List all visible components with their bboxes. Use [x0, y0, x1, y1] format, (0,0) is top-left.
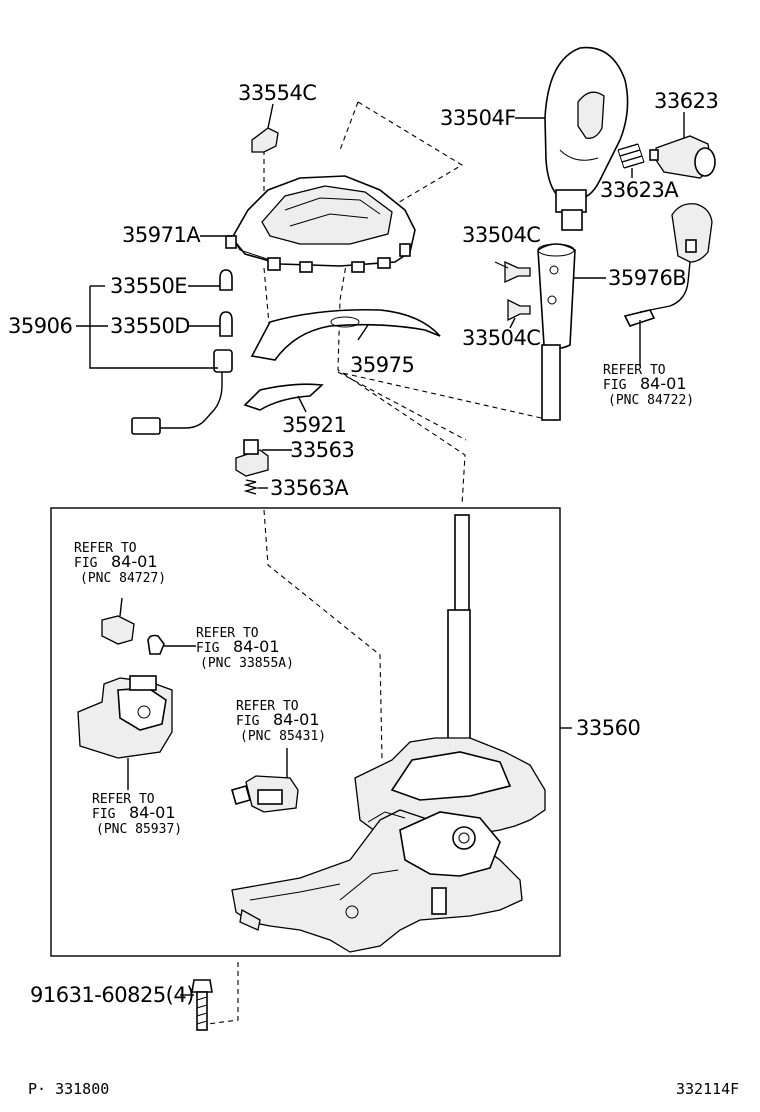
label-33560: 33560	[576, 716, 640, 740]
label-35976B: 35976B	[608, 266, 686, 290]
svg-text:REFER TO: REFER TO	[236, 699, 299, 714]
reference-85431: REFER TO FIG 84-01 (PNC 85431)	[236, 699, 326, 744]
spring-33563A	[243, 479, 259, 495]
page-number: P· 331800	[28, 1080, 109, 1098]
label-33563A: 33563A	[270, 476, 349, 500]
indicator-housing-35971A	[225, 175, 416, 273]
label-33504C-bottom: 33504C	[462, 326, 540, 350]
svg-text:(PNC 85937): (PNC 85937)	[96, 822, 182, 837]
bulb-socket-wire-35906	[131, 349, 233, 435]
svg-text:FIG: FIG	[196, 641, 220, 656]
switch-33623	[649, 135, 716, 179]
spring-33623A	[617, 143, 645, 169]
svg-text:84-01: 84-01	[273, 710, 320, 729]
svg-text:FIG: FIG	[74, 556, 98, 571]
label-33554C: 33554C	[238, 81, 316, 105]
svg-text:REFER TO: REFER TO	[603, 363, 666, 378]
label-35975: 35975	[350, 353, 414, 377]
screw-33504C-top	[494, 260, 531, 284]
svg-text:(PNC 84727): (PNC 84727)	[80, 571, 166, 586]
illustration-code: 332114F	[676, 1080, 739, 1098]
label-91631-60825: 91631-60825(4)	[30, 983, 194, 1007]
label-33550D: 33550D	[110, 314, 190, 338]
bulb-33550E	[219, 269, 233, 291]
reference-85937: REFER TO FIG 84-01 (PNC 85937)	[92, 792, 182, 837]
shift-knob-33504F	[544, 46, 629, 231]
reference-33855A: REFER TO FIG 84-01 (PNC 33855A)	[196, 626, 294, 671]
svg-text:FIG: FIG	[236, 714, 260, 729]
label-35906: 35906	[8, 314, 72, 338]
svg-text:(PNC 33855A): (PNC 33855A)	[200, 656, 294, 671]
plate-35921	[243, 383, 324, 411]
bracket-85937	[77, 675, 173, 759]
screw-33504C-bottom	[507, 298, 531, 322]
svg-text:FIG: FIG	[603, 378, 627, 393]
label-33563: 33563	[290, 438, 354, 462]
label-35971A: 35971A	[122, 223, 201, 247]
svg-text:FIG: FIG	[92, 807, 116, 822]
assembly-box-33560	[50, 507, 561, 957]
clip-33554C	[251, 127, 279, 153]
slide-plate-35975	[250, 308, 441, 361]
label-33623: 33623	[654, 89, 718, 113]
svg-text:84-01: 84-01	[129, 803, 176, 822]
svg-text:(PNC 84722): (PNC 84722)	[608, 393, 694, 408]
label-33550E: 33550E	[110, 274, 187, 298]
shaft-cover-35976B	[537, 243, 576, 421]
label-33504F: 33504F	[440, 106, 516, 130]
label-35921: 35921	[282, 413, 346, 437]
svg-text:84-01: 84-01	[111, 552, 158, 571]
bulb-33855A	[147, 634, 165, 655]
label-33504C-top: 33504C	[462, 223, 540, 247]
svg-text:REFER TO: REFER TO	[74, 541, 137, 556]
bulb-33550D	[219, 311, 233, 337]
sensor-85431	[231, 775, 299, 813]
knob-switch-wire	[623, 203, 713, 366]
reference-84727: REFER TO FIG 84-01 (PNC 84727)	[74, 541, 166, 586]
svg-text:REFER TO: REFER TO	[196, 626, 259, 641]
bolt-91631-60825	[191, 979, 213, 1031]
shift-lever-assembly-33560	[231, 514, 546, 953]
svg-text:(PNC 85431): (PNC 85431)	[240, 729, 326, 744]
svg-text:84-01: 84-01	[640, 374, 687, 393]
reference-84722: REFER TO FIG 84-01 (PNC 84722)	[603, 363, 694, 408]
connector-84727	[101, 615, 135, 645]
label-33623A: 33623A	[600, 178, 679, 202]
svg-text:REFER TO: REFER TO	[92, 792, 155, 807]
lock-33563	[235, 439, 269, 477]
svg-text:84-01: 84-01	[233, 637, 280, 656]
